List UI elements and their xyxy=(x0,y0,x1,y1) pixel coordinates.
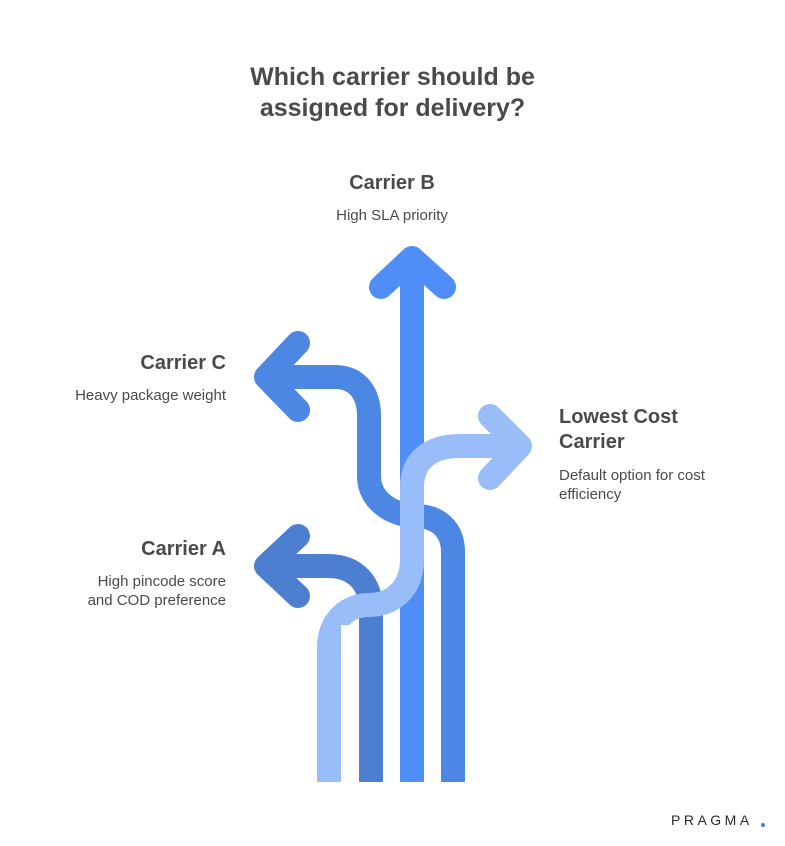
lowest-cost-arrowhead xyxy=(478,404,532,490)
stem-gap-2 xyxy=(383,625,400,785)
lowest-cost-name-line-1: Lowest Cost xyxy=(559,406,678,428)
title-line-2: assigned for delivery? xyxy=(259,94,526,122)
carrier-c-arrow xyxy=(254,331,465,792)
carrier-a-label: Carrier A High pincode score and COD pre… xyxy=(26,537,226,610)
carrier-b-desc: High SLA priority xyxy=(336,207,448,224)
brand-logo-dot xyxy=(761,823,765,827)
carrier-a-desc-line-2: and COD preference xyxy=(87,592,226,609)
carrier-c-arrow-shaft xyxy=(264,365,465,792)
page-title: Which carrier should be assigned for del… xyxy=(0,62,785,124)
carrier-b-label: Carrier B High SLA priority xyxy=(292,171,492,225)
brand-logo: PRAGMA xyxy=(671,812,753,828)
carrier-c-label: Carrier C Heavy package weight xyxy=(26,351,226,405)
title-line-1: Which carrier should be xyxy=(250,63,535,91)
lowest-cost-name: Lowest Cost Carrier xyxy=(559,405,759,455)
carrier-a-arrowhead xyxy=(254,524,310,608)
lowest-cost-arrow-shaft xyxy=(317,434,524,792)
carrier-a-desc-line-1: High pincode score xyxy=(97,573,226,590)
lowest-cost-desc: Default option for cost efficiency xyxy=(559,466,759,504)
lowest-cost-label: Lowest Cost Carrier Default option for c… xyxy=(559,405,759,504)
stem-gap-3 xyxy=(424,625,441,785)
lowest-cost-desc-line-1: Default option for cost xyxy=(559,467,705,484)
lowest-cost-desc-line-2: efficiency xyxy=(559,486,622,503)
lowest-cost-name-line-2: Carrier xyxy=(559,431,625,453)
lowest-cost-arrow xyxy=(317,404,532,792)
carrier-b-arrowhead xyxy=(369,246,456,299)
carrier-c-desc: Heavy package weight xyxy=(75,387,226,404)
carrier-a-name: Carrier A xyxy=(141,538,226,560)
carrier-b-name: Carrier B xyxy=(349,172,435,194)
stem-bottom-mask xyxy=(300,782,480,802)
stem-gap-1 xyxy=(341,625,359,785)
carrier-a-desc: High pincode score and COD preference xyxy=(26,572,226,610)
carrier-c-name: Carrier C xyxy=(140,352,226,374)
carrier-c-arrowhead xyxy=(254,331,310,422)
